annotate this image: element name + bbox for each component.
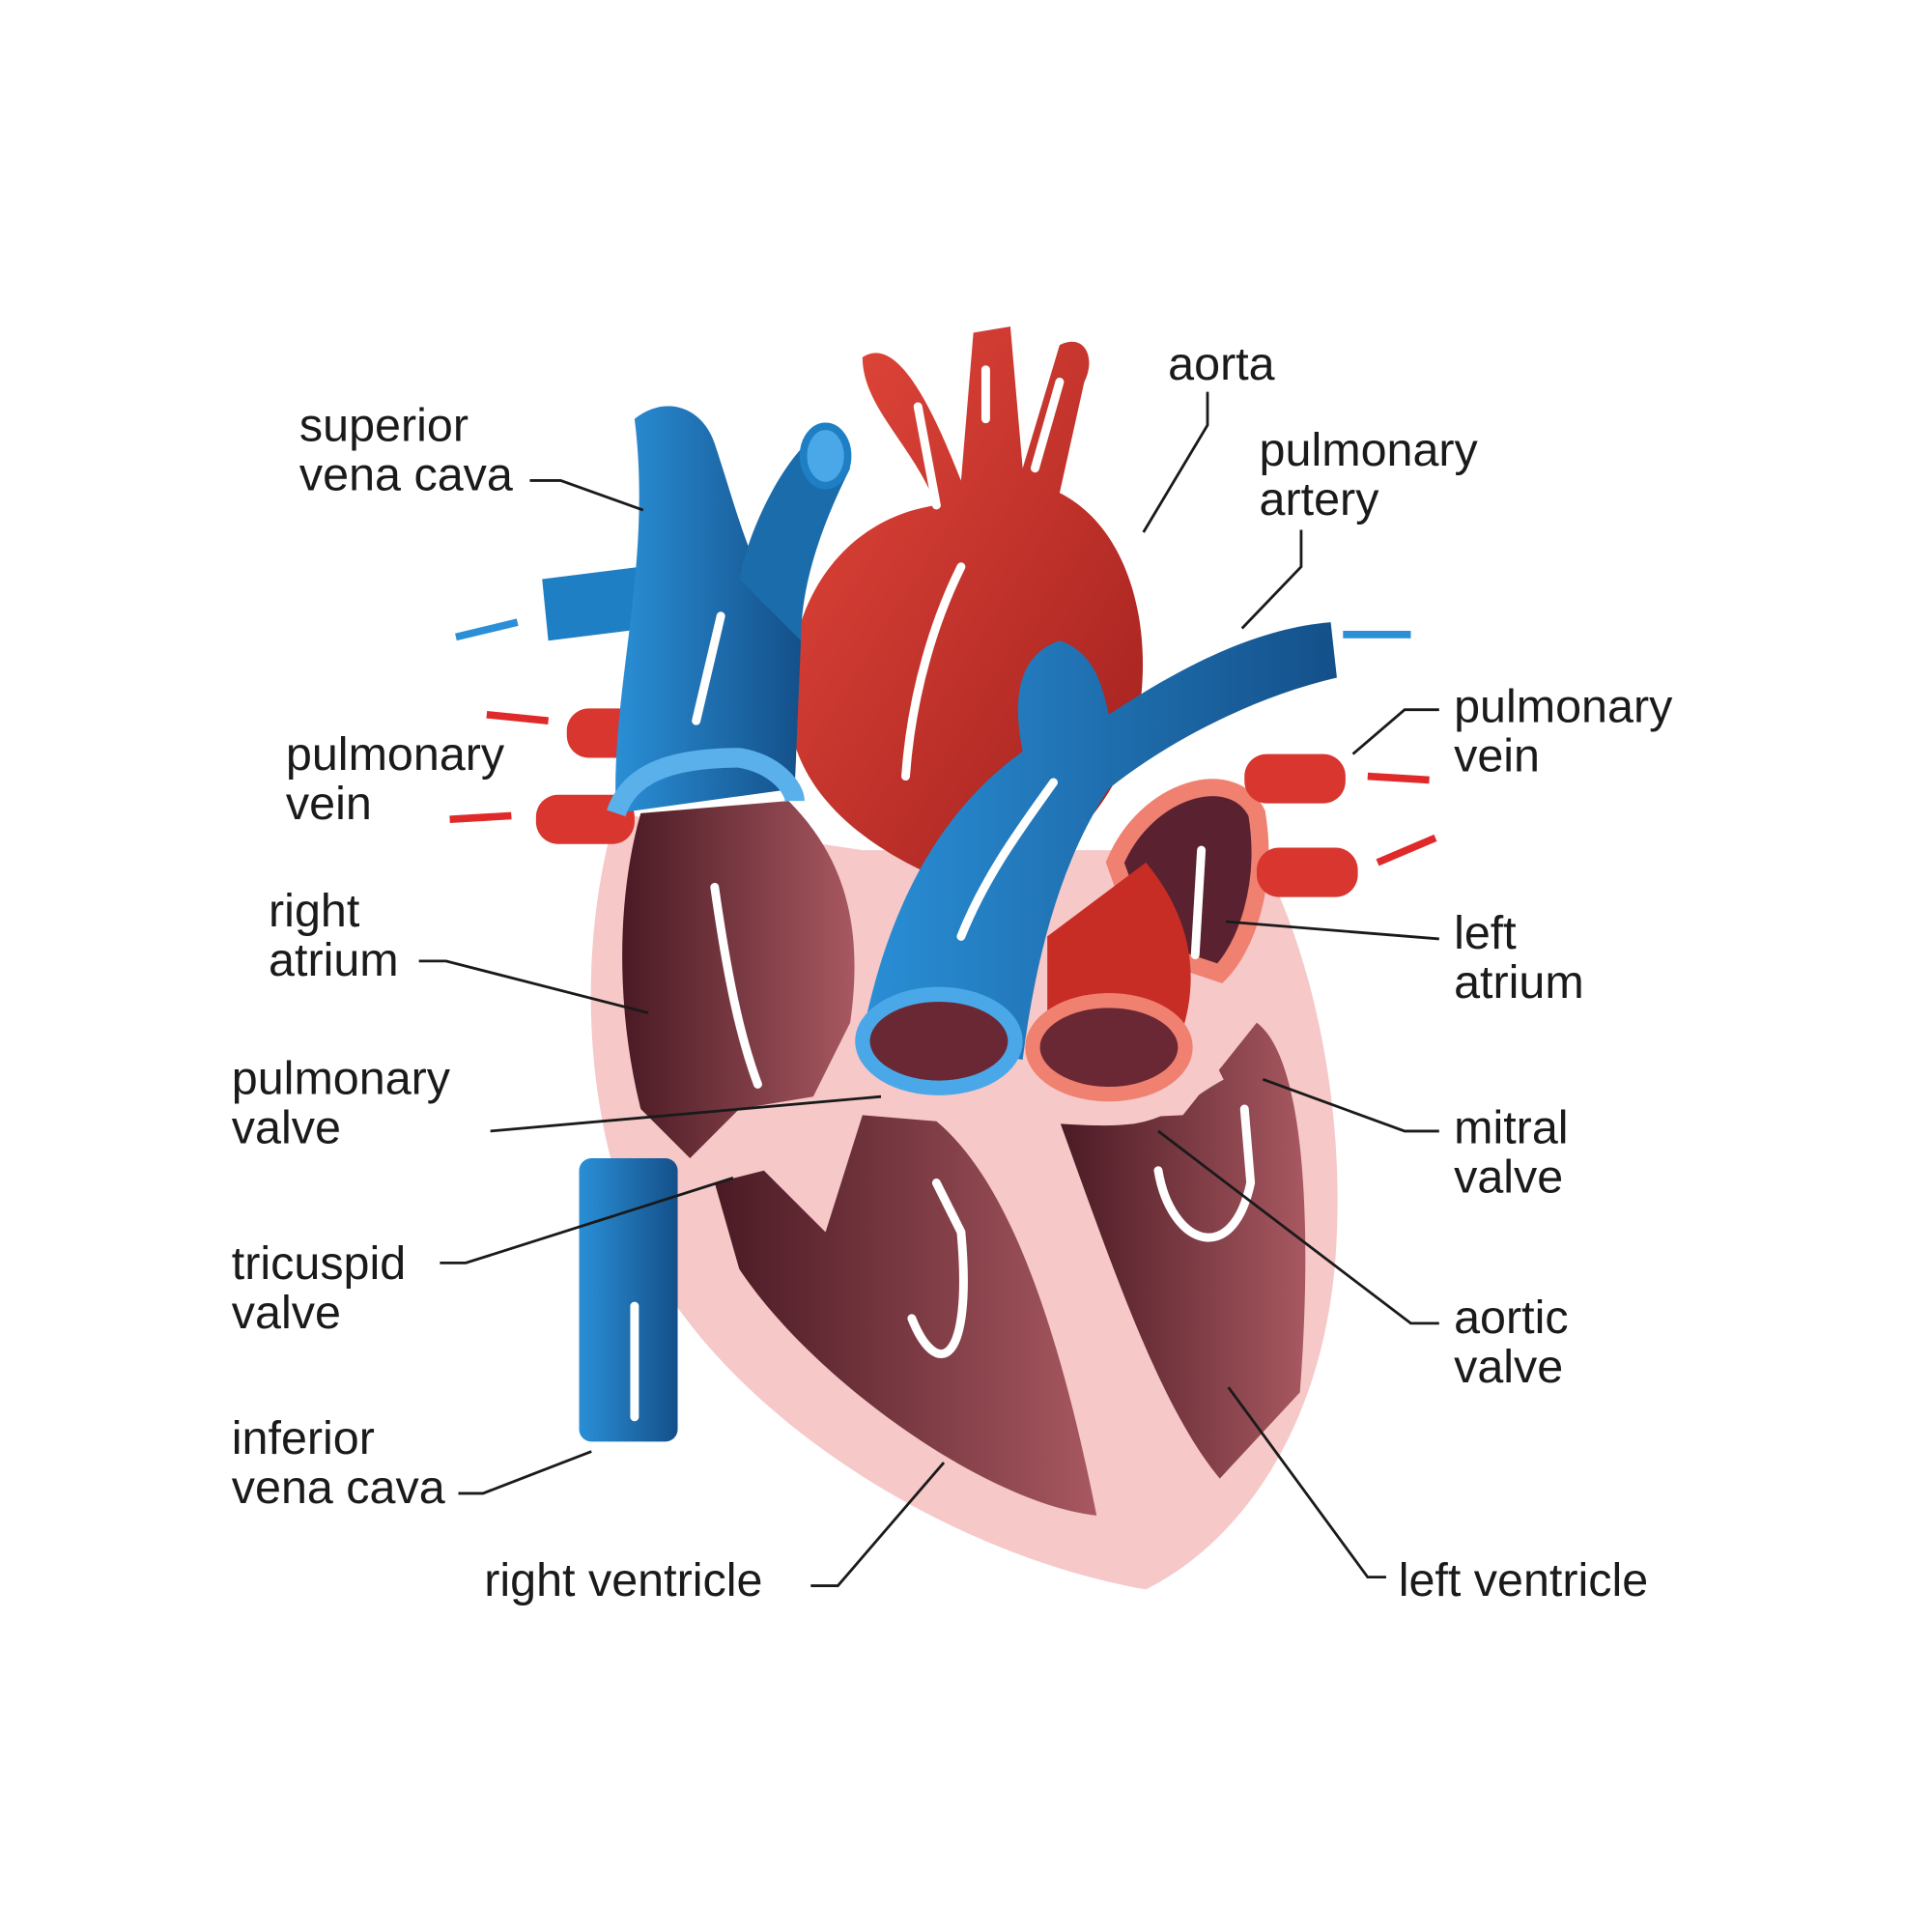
- label-aorta: aorta: [1168, 338, 1274, 390]
- label-right-ventricle: right ventricle: [484, 1554, 762, 1606]
- inferior-vena-cava-vessel: [579, 1157, 678, 1442]
- pulmonary-trunk-opening: [855, 986, 1023, 1095]
- pulmonary-veins-right: [1244, 753, 1358, 897]
- superior-vena-cava-vessel: [615, 406, 802, 813]
- label-left-ventricle: left ventricle: [1399, 1554, 1649, 1606]
- pulmonary-artery-vessel: [862, 622, 1337, 1060]
- external-flow-arrows: [449, 618, 1437, 867]
- svc-opening-rim: [607, 748, 805, 817]
- right-ventricle-chamber: [714, 1115, 1097, 1516]
- aortic-root-opening: [1025, 993, 1193, 1102]
- right-atrium-chamber: [622, 801, 855, 1158]
- flow-arrows: [630, 365, 1256, 1422]
- valves-ridge: [847, 1064, 1224, 1126]
- branch-vein-opening: [799, 422, 852, 490]
- leader-lines: [418, 391, 1439, 1587]
